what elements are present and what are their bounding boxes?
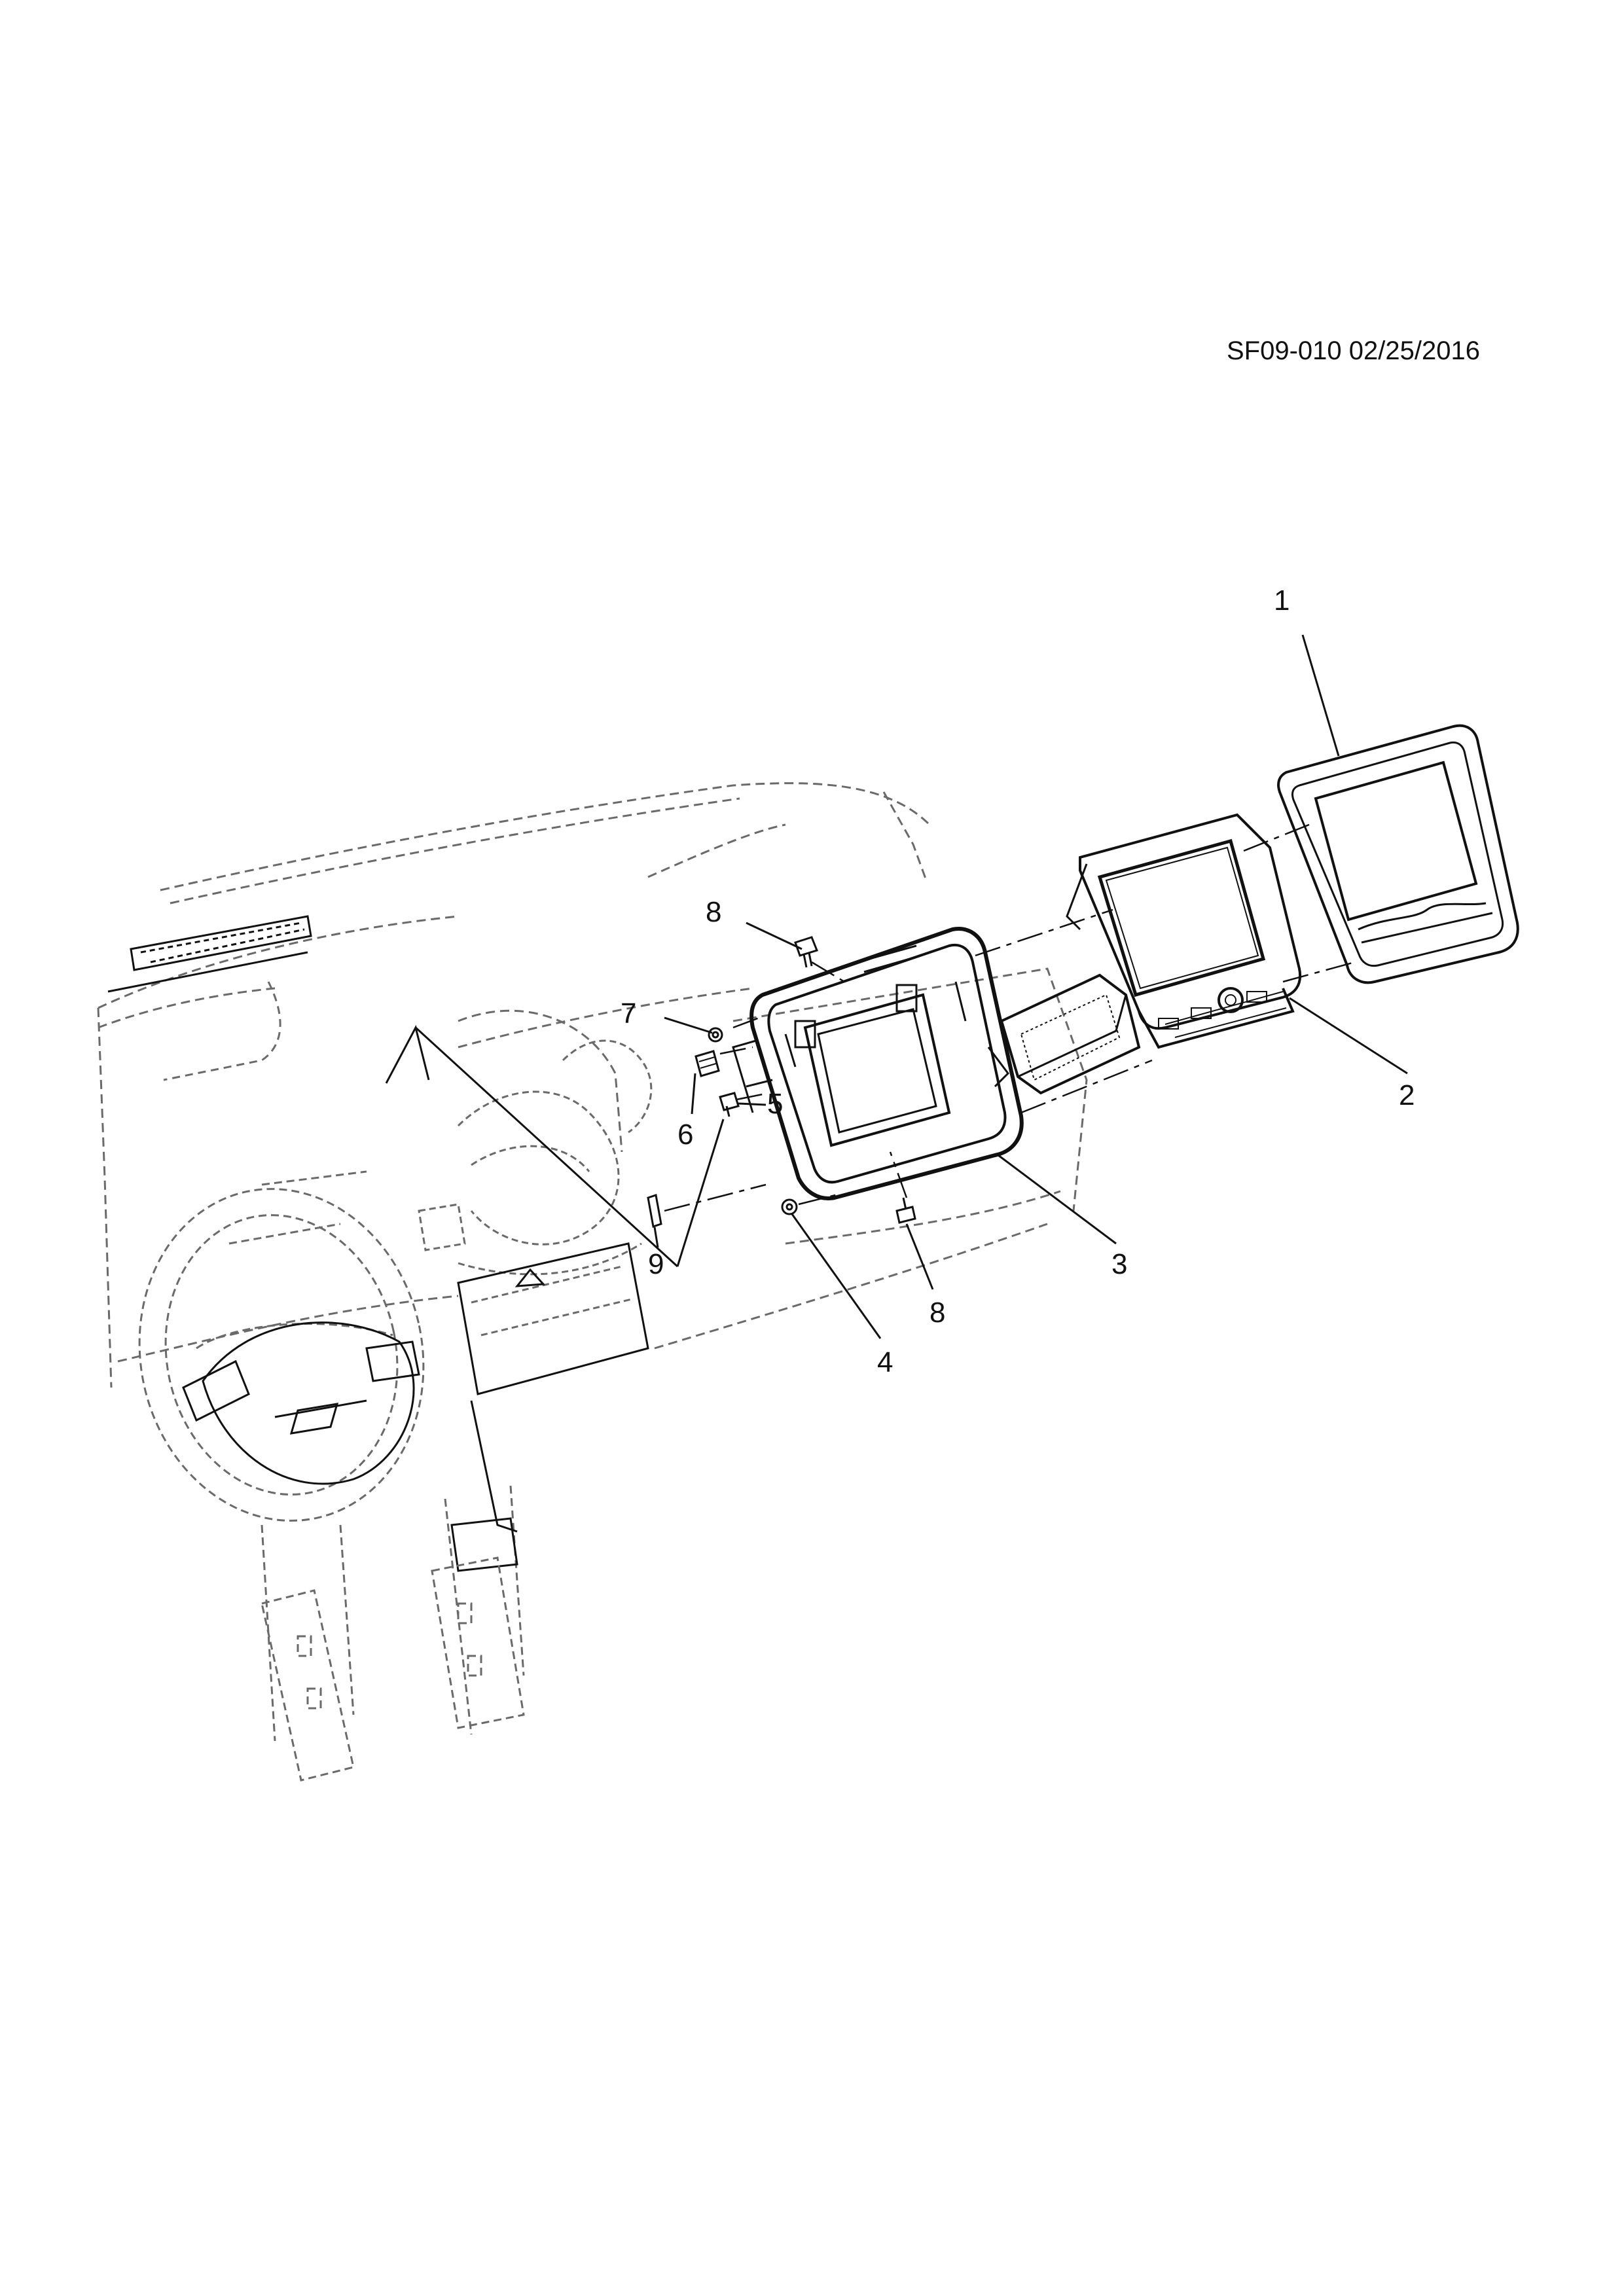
left-vent (107, 915, 312, 1081)
part-5-fastener (719, 1092, 740, 1117)
drawing-reference: SF09-010 02/25/2016 (1227, 336, 1480, 365)
callout-7: 7 (621, 997, 637, 1030)
assembly-lines (664, 823, 1356, 1212)
part-1-bezel (1277, 724, 1519, 984)
callout-2: 2 (1399, 1079, 1415, 1111)
callout-1: 1 (1274, 584, 1290, 617)
part-7-clip (708, 1027, 723, 1043)
part-6-connector (695, 1050, 720, 1077)
part-3-trim-frame (732, 927, 1024, 1200)
dashboard-outline (97, 782, 1088, 1388)
part-9-clip (647, 1194, 662, 1228)
part-4-screw (781, 1198, 798, 1215)
callout-3: 3 (1111, 1248, 1128, 1280)
callout-6: 6 (677, 1119, 694, 1151)
steering-wheel (138, 1170, 525, 1742)
part-8-lower-screw (895, 1197, 916, 1224)
callout-8-lower: 8 (929, 1297, 946, 1329)
part-2-display-unit (1000, 813, 1302, 1095)
callout-5: 5 (767, 1088, 784, 1120)
callout-4: 4 (877, 1346, 893, 1378)
wiring-harness (418, 1039, 653, 1276)
steering-hub (182, 1321, 420, 1485)
leader-lines (385, 634, 1408, 1339)
support-brackets (261, 1556, 525, 1782)
part-8-upper-screw (794, 936, 818, 968)
callout-9: 9 (648, 1248, 664, 1280)
center-stack-lower (450, 1242, 649, 1572)
callout-8-upper: 8 (706, 896, 722, 928)
